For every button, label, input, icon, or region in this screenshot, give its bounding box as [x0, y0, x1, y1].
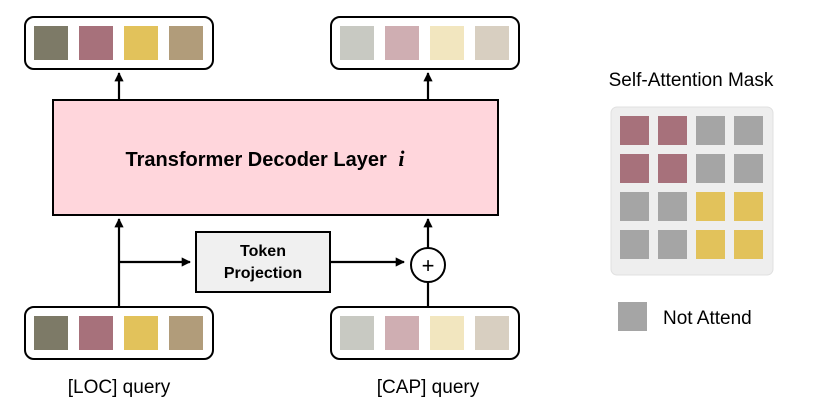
cap-query-token-3: [430, 316, 464, 350]
loc-query-box: [24, 306, 214, 360]
loc-output-token-4: [169, 26, 203, 60]
loc-query-token-4: [169, 316, 203, 350]
mask-cell-r2-c4: [734, 154, 763, 183]
transformer-decoder-layer-label: Transformer Decoder Layer i: [126, 146, 406, 171]
loc-output-token-2: [79, 26, 113, 60]
add-node: [410, 247, 446, 283]
loc-output-token-group: [24, 16, 214, 70]
mask-title: Self-Attention Mask: [609, 70, 774, 91]
mask-panel: [610, 106, 774, 276]
token-projection-label-line2: Projection: [224, 265, 302, 282]
cap-query-box: [330, 306, 520, 360]
decoder-layer-variable: i: [398, 146, 405, 171]
loc-output-token-3: [124, 26, 158, 60]
cap-output-token-1: [340, 26, 374, 60]
cap-query-token-4: [475, 316, 509, 350]
loc-query-label: [LOC] query: [68, 377, 171, 398]
mask-cell-r4-c4: [734, 230, 763, 259]
mask-cell-r1-c2: [658, 116, 687, 145]
mask-cell-r2-c2: [658, 154, 687, 183]
mask-cell-r1-c4: [734, 116, 763, 145]
loc-output-box: [24, 16, 214, 70]
loc-query-token-2: [79, 316, 113, 350]
mask-cell-r4-c2: [658, 230, 687, 259]
loc-output-token-1: [34, 26, 68, 60]
not-attend-legend-swatch: [618, 302, 647, 331]
decoder-label-text: Transformer Decoder Layer: [126, 149, 387, 171]
mask-cell-r3-c4: [734, 192, 763, 221]
cap-output-token-4: [475, 26, 509, 60]
cap-query-token-2: [385, 316, 419, 350]
cap-output-token-3: [430, 26, 464, 60]
mask-cell-r2-c3: [696, 154, 725, 183]
mask-cell-r1-c1: [620, 116, 649, 145]
token-projection-label-line1: Token: [240, 243, 286, 260]
cap-output-token-group: [330, 16, 520, 70]
mask-cell-r4-c3: [696, 230, 725, 259]
mask-cell-r2-c1: [620, 154, 649, 183]
transformer-decoder-layer-box: [52, 99, 499, 216]
mask-grid: [620, 116, 763, 259]
loc-query-token-1: [34, 316, 68, 350]
loc-query-token-group: [24, 306, 214, 360]
token-projection-box: [195, 231, 331, 293]
mask-cell-r3-c1: [620, 192, 649, 221]
not-attend-legend-label: Not Attend: [663, 308, 752, 329]
mask-cell-r1-c3: [696, 116, 725, 145]
cap-query-token-group: [330, 306, 520, 360]
cap-query-label: [CAP] query: [377, 377, 480, 398]
mask-cell-r3-c3: [696, 192, 725, 221]
loc-query-token-3: [124, 316, 158, 350]
cap-query-token-1: [340, 316, 374, 350]
mask-cell-r3-c2: [658, 192, 687, 221]
cap-output-box: [330, 16, 520, 70]
mask-cell-r4-c1: [620, 230, 649, 259]
add-symbol: +: [422, 253, 435, 278]
cap-output-token-2: [385, 26, 419, 60]
